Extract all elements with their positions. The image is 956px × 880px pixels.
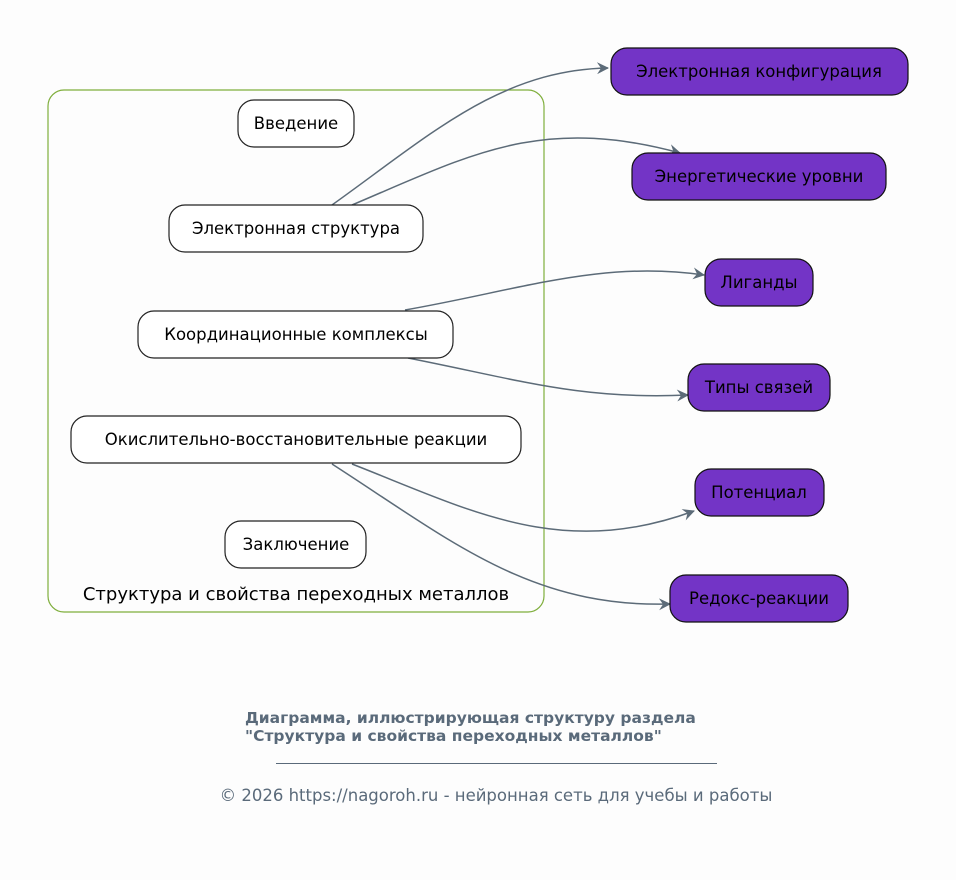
node-energy-levels[interactable]: Энергетические уровни — [631, 152, 887, 201]
caption-line-2: "Структура и свойства переходных металло… — [245, 727, 662, 745]
node-electron-configuration-label: Электронная конфигурация — [636, 62, 882, 81]
node-electronic-structure[interactable]: Электронная структура — [168, 204, 424, 253]
node-bond-types-label: Типы связей — [704, 378, 813, 397]
edge-coordination-ligands — [404, 267, 705, 311]
node-bond-types[interactable]: Типы связей — [687, 363, 831, 412]
node-energy-levels-label: Энергетические уровни — [655, 167, 864, 186]
node-potential[interactable]: Потенциал — [694, 468, 825, 517]
edge-coordination-bonds — [407, 357, 689, 402]
cluster-label: Структура и свойства переходных металлов — [83, 584, 509, 605]
node-conclusion[interactable]: Заключение — [224, 520, 367, 569]
copyright-text: © 2026 https://nagoroh.ru - нейронная се… — [219, 786, 773, 805]
edges-group — [331, 62, 705, 611]
node-electronic-structure-label: Электронная структура — [192, 219, 400, 238]
node-coordination-complexes-label: Координационные комплексы — [164, 325, 428, 344]
node-redox-topic[interactable]: Редокс-реакции — [669, 574, 849, 623]
edge-electronic-levels — [351, 137, 681, 206]
caption-line-1: Диаграмма, иллюстрирующая структуру разд… — [245, 709, 696, 727]
edge-electronic-config — [331, 62, 609, 206]
cluster-box — [47, 89, 545, 613]
node-redox-reactions-label: Окислительно-восстановительные реакции — [105, 430, 488, 449]
diagram-caption: Диаграмма, иллюстрирующая структуру разд… — [245, 709, 805, 745]
edge-redox-potential — [351, 463, 695, 532]
caption-divider — [276, 763, 717, 764]
diagram-canvas: Структура и свойства переходных металлов… — [47, 47, 909, 623]
node-potential-label: Потенциал — [711, 483, 807, 502]
node-ligands[interactable]: Лиганды — [704, 258, 814, 307]
node-redox-reactions[interactable]: Окислительно-восстановительные реакции — [70, 415, 522, 464]
edge-redox-redoxr — [331, 463, 671, 611]
node-coordination-complexes[interactable]: Координационные комплексы — [137, 310, 454, 359]
node-conclusion-label: Заключение — [243, 535, 350, 554]
node-ligands-label: Лиганды — [720, 273, 797, 292]
node-intro-label: Введение — [254, 114, 338, 133]
node-electron-configuration[interactable]: Электронная конфигурация — [610, 47, 909, 96]
node-redox-topic-label: Редокс-реакции — [689, 589, 829, 608]
node-intro[interactable]: Введение — [237, 99, 355, 148]
